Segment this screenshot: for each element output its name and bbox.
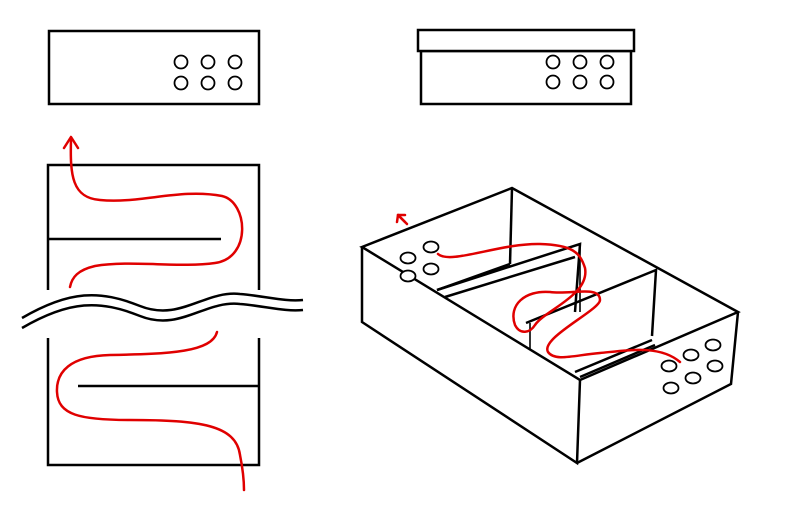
hole (200, 54, 216, 70)
break-wave-line-bottom (21, 302, 304, 330)
maze-upper-walls (46, 163, 261, 290)
hole (227, 75, 243, 91)
hole (422, 240, 440, 254)
box-front-outline (47, 29, 261, 106)
hole (706, 359, 724, 373)
maze-top-view-cutaway (21, 135, 304, 492)
box-right-face (576, 311, 740, 465)
box-front-holes (173, 54, 243, 91)
hole (682, 348, 700, 362)
hole (173, 54, 189, 70)
box-left-face (360, 247, 582, 466)
right-end-holes (660, 338, 724, 395)
box-front-view (47, 29, 261, 106)
inner-back-corner (508, 187, 514, 265)
hole (545, 74, 561, 90)
maze-path-isometric (436, 242, 682, 364)
hole (599, 54, 615, 70)
hole (399, 251, 417, 265)
hole (704, 338, 722, 352)
box-top-rim (359, 186, 741, 382)
box-lid-holes (545, 54, 615, 90)
maze-box-isometric (359, 186, 741, 466)
hole (572, 74, 588, 90)
box-body-outline (419, 49, 633, 106)
hole (422, 262, 440, 276)
left-end-holes (399, 240, 440, 283)
hole (399, 269, 417, 283)
maze-path-lower (55, 330, 246, 492)
hole (173, 75, 189, 91)
arrow-out-shaft (396, 213, 409, 226)
partition-1-base (444, 255, 576, 299)
box-with-lid-front-view (416, 28, 636, 106)
hole (200, 75, 216, 91)
maze-path-upper (68, 138, 244, 289)
hole (660, 359, 678, 373)
partition-2-base (574, 338, 653, 374)
arrow-up-icon (62, 135, 80, 150)
hole (572, 54, 588, 70)
hole (662, 381, 680, 395)
hole (684, 371, 702, 385)
maze-lower-walls (46, 338, 261, 467)
hole (599, 74, 615, 90)
box-lid-outline (416, 28, 636, 53)
hole (227, 54, 243, 70)
partition-2 (525, 268, 658, 337)
break-wave-line-top (21, 292, 304, 320)
hole (545, 54, 561, 70)
